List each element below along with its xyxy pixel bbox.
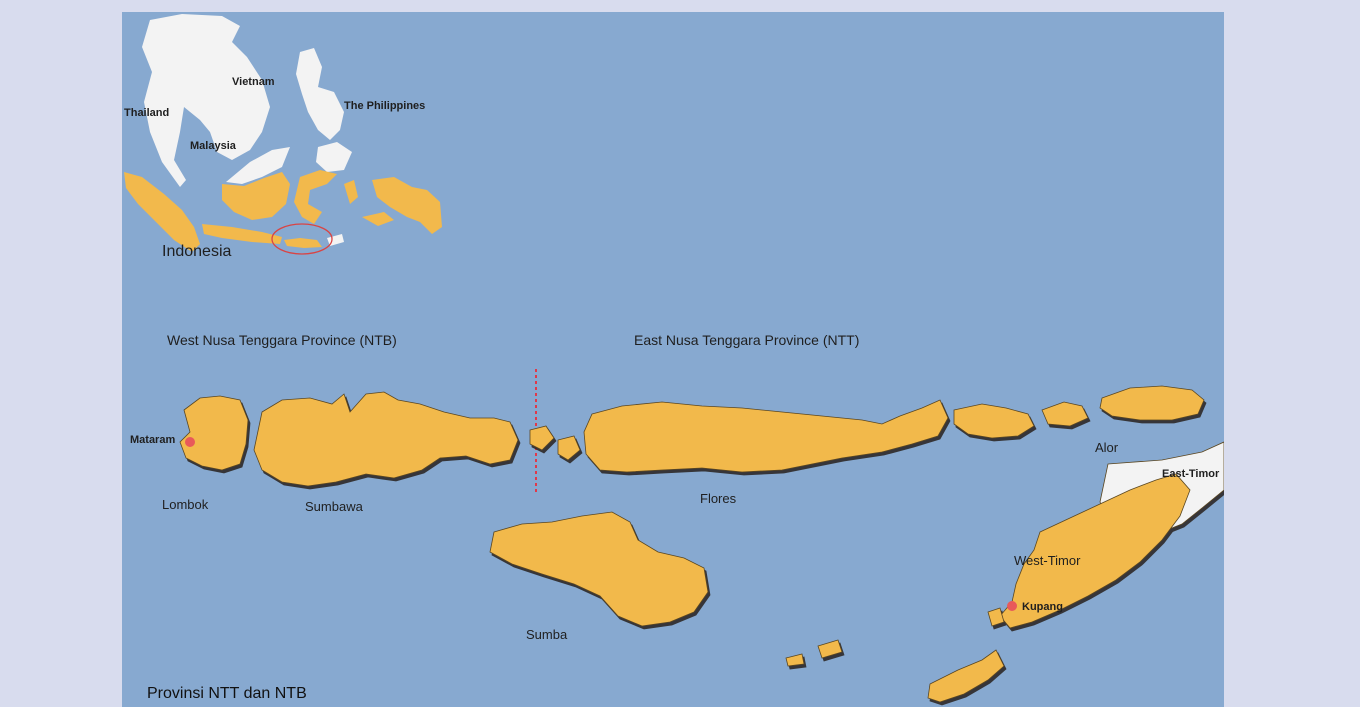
label-mataram: Mataram	[130, 434, 175, 446]
map-caption: Provinsi NTT dan NTB	[147, 685, 307, 702]
java-island	[202, 224, 282, 244]
raijua-island	[785, 653, 805, 667]
sulawesi-island	[294, 170, 337, 224]
label-vietnam: Vietnam	[232, 76, 275, 88]
label-alor: Alor	[1095, 440, 1119, 455]
solor-islands	[953, 403, 1035, 439]
pantar-island	[1041, 401, 1089, 427]
nusa-tenggara-inset	[284, 238, 322, 248]
map-frame: Vietnam Thailand Malaysia The Philippine…	[122, 12, 1224, 707]
west-timor-island	[999, 473, 1191, 629]
moluccas-island	[344, 180, 358, 204]
rote-island	[927, 649, 1005, 703]
label-sumba: Sumba	[526, 627, 568, 642]
mainland-southeast-asia	[142, 14, 270, 187]
flores-island	[583, 399, 949, 473]
label-kupang: Kupang	[1022, 601, 1063, 613]
kupang-marker	[1007, 601, 1017, 611]
inset-map: Vietnam Thailand Malaysia The Philippine…	[124, 14, 442, 260]
kalimantan-island	[222, 172, 290, 220]
semau-island	[987, 607, 1005, 627]
label-philippines: The Philippines	[344, 100, 425, 112]
province-ntt-label: East Nusa Tenggara Province (NTT)	[634, 332, 859, 348]
komodo-islands	[557, 435, 581, 461]
label-sumbawa: Sumbawa	[305, 499, 364, 514]
map: Vietnam Thailand Malaysia The Philippine…	[122, 12, 1224, 707]
province-ntb-label: West Nusa Tenggara Province (NTB)	[167, 332, 397, 348]
label-indonesia: Indonesia	[162, 243, 231, 260]
sumba-island	[489, 511, 709, 627]
alor-island	[1099, 385, 1205, 421]
papua-island	[372, 177, 442, 234]
philippines-island	[316, 142, 352, 172]
moluccas-island	[362, 212, 394, 226]
label-west-timor: West-Timor	[1014, 553, 1081, 568]
lombok-island	[179, 395, 249, 471]
label-flores: Flores	[700, 491, 737, 506]
label-thailand: Thailand	[124, 107, 169, 119]
borneo-malaysia	[226, 147, 290, 184]
sabu-island	[817, 639, 843, 659]
sumatra-island	[124, 172, 200, 252]
highlight-ellipse	[271, 223, 333, 255]
label-east-timor: East-Timor	[1162, 468, 1220, 480]
label-lombok: Lombok	[162, 497, 209, 512]
label-malaysia: Malaysia	[190, 140, 237, 152]
philippines-island	[296, 48, 344, 140]
sumbawa-island	[253, 391, 519, 487]
mataram-marker	[185, 437, 195, 447]
komodo-islands	[529, 425, 555, 451]
